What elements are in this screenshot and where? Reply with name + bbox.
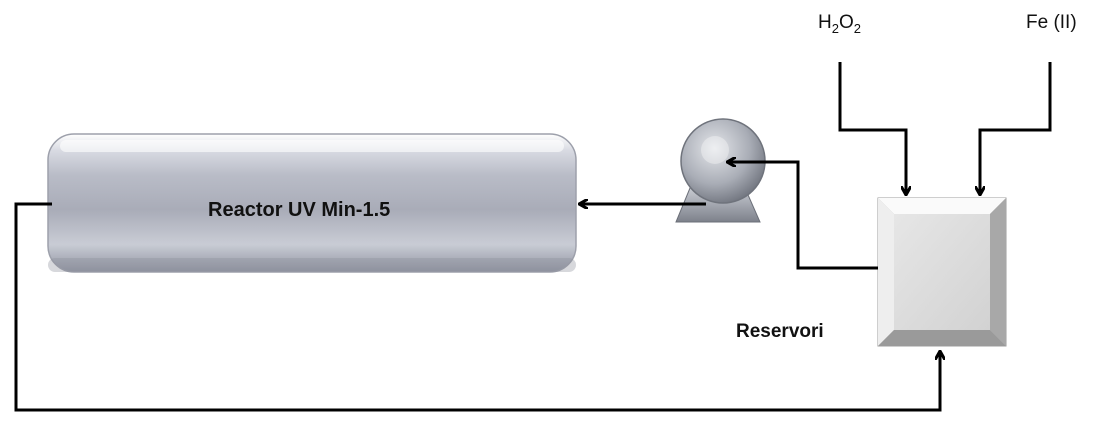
reservoir-label: Reservori xyxy=(736,321,824,342)
h2o2-label-h: H xyxy=(818,12,832,33)
fe-label: Fe (II) xyxy=(1026,12,1077,33)
reactor-uv xyxy=(47,133,577,273)
return-loop-line xyxy=(14,202,940,412)
fe-feed-line xyxy=(980,62,1052,194)
reservoir-tank xyxy=(877,197,1007,347)
pump-icon xyxy=(675,118,766,223)
h2o2-label: H2O2 xyxy=(818,12,861,36)
reactor-label: Reactor UV Min-1.5 xyxy=(208,199,391,221)
h2o2-feed-line xyxy=(838,62,906,194)
reservoir-to-pump-line xyxy=(728,162,878,270)
h2o2-label-sub2: 2 xyxy=(853,20,861,36)
h2o2-label-o: O xyxy=(838,12,854,33)
flow-lines xyxy=(14,62,1052,412)
h2o2-label-sub1: 2 xyxy=(831,20,839,36)
